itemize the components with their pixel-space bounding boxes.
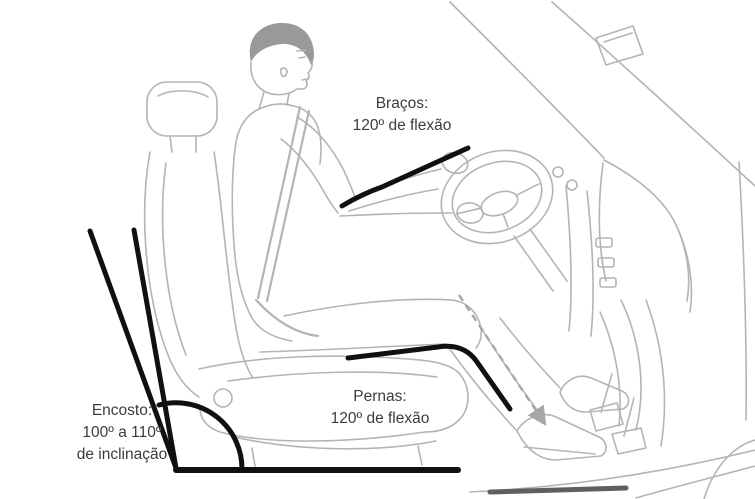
legs-label-value: 120º de flexão <box>330 410 430 427</box>
wheel-spoke-left <box>455 207 482 215</box>
floor-sill-line-2 <box>635 465 755 499</box>
neck-front <box>286 92 290 106</box>
forearm-lower-edge <box>339 212 453 217</box>
vent-3 <box>599 277 617 288</box>
backrest-annotation-label: Encosto: 100º a 110º de inclinação <box>34 400 210 466</box>
cushion-bottom <box>199 409 426 442</box>
vent-2 <box>597 257 615 268</box>
dash-right-curve <box>676 226 693 313</box>
pedal-pad-2 <box>611 427 647 455</box>
mirror-inner-line <box>603 32 633 43</box>
wheel-rim-outer <box>440 149 554 245</box>
shoe-upper <box>559 375 630 413</box>
hair <box>249 22 314 65</box>
seat-sketch <box>143 81 469 467</box>
legs-label-title: Pernas: <box>353 388 407 405</box>
backrest-right <box>213 151 254 379</box>
shin-direction-arrow <box>458 294 547 426</box>
eye <box>298 56 306 59</box>
wheel-arch <box>703 439 755 499</box>
backrest-label-range: 100º a 110º <box>82 424 162 441</box>
shin-back <box>445 343 517 431</box>
hand-lower <box>456 202 484 224</box>
thigh-top <box>283 298 453 317</box>
arms-label-value: 120º de flexão <box>352 117 452 134</box>
floor-sill-line-1 <box>469 449 755 493</box>
upper-arm-back <box>280 138 339 214</box>
dash-lower <box>620 299 642 431</box>
wheel-hub <box>480 190 519 217</box>
legs-annotation-label: Pernas: 120º de flexão <box>286 386 474 430</box>
windshield-line <box>449 1 605 159</box>
gauge-1 <box>552 166 564 178</box>
backrest-angle-arc <box>156 400 245 472</box>
cushion-front <box>424 372 469 433</box>
recline-knob <box>213 388 233 408</box>
forearm-upper-edge-2 <box>348 188 439 212</box>
arms-label-title: Braços: <box>375 95 429 112</box>
headrest-post-1 <box>169 135 173 153</box>
backrest-line-110 <box>87 228 179 471</box>
upper-arm-front <box>296 116 356 198</box>
seatbelt-shoulder-strap <box>256 105 302 300</box>
a-pillar-line <box>551 1 755 187</box>
face-profile <box>250 60 314 96</box>
steering-column <box>513 228 568 292</box>
seat-base <box>233 436 437 450</box>
backrest-label-title: Encosto: <box>91 402 153 419</box>
headrest-stitch <box>157 90 209 98</box>
backrest-label-caption: de inclinação <box>76 446 168 463</box>
seatbelt-lap <box>254 298 320 338</box>
vent-1 <box>595 237 613 248</box>
mouth <box>301 78 308 81</box>
wheel-spoke-right <box>515 183 540 197</box>
cushion-top <box>198 355 460 374</box>
door-frame-line <box>738 161 747 421</box>
backrest-left <box>143 151 200 398</box>
thigh-bottom <box>259 343 447 353</box>
shoulder <box>258 103 291 110</box>
shoe-lower-sole <box>523 446 596 455</box>
seat-leg-2 <box>417 445 423 466</box>
leg-angle-line <box>345 343 513 412</box>
backrest-seam <box>161 162 187 356</box>
eyebrow <box>296 49 307 52</box>
shin-front <box>480 327 544 419</box>
gauge-2 <box>566 179 578 191</box>
ear <box>279 67 288 78</box>
wheel-spoke-bottom <box>502 213 509 228</box>
seatbelt-shoulder-strap-2 <box>265 109 311 303</box>
second-shin <box>499 317 561 389</box>
console-line-2 <box>586 190 594 337</box>
torso-back <box>231 108 260 319</box>
backrest-angle-annotation <box>87 227 461 473</box>
arm-angle-line <box>339 145 471 209</box>
console-line-1 <box>565 185 572 332</box>
side-mirror <box>595 25 644 66</box>
pedal-arm-1 <box>600 373 613 413</box>
cushion-seam <box>227 371 438 382</box>
pedal-arm-2 <box>623 397 635 437</box>
wheel-rim-inner <box>451 160 543 234</box>
backrest-line-100 <box>131 227 179 471</box>
neck-back <box>258 91 265 110</box>
dashboard-face <box>598 162 607 282</box>
console-side <box>645 299 666 447</box>
headrest <box>146 81 218 137</box>
pedal-pad-1 <box>589 402 624 432</box>
arms-annotation-label: Braços: 120º de flexão <box>310 93 494 137</box>
seat-leg-1 <box>251 447 256 467</box>
car-body-sketch <box>449 1 755 499</box>
hip <box>251 317 293 342</box>
floor-rail-dark <box>487 485 629 495</box>
